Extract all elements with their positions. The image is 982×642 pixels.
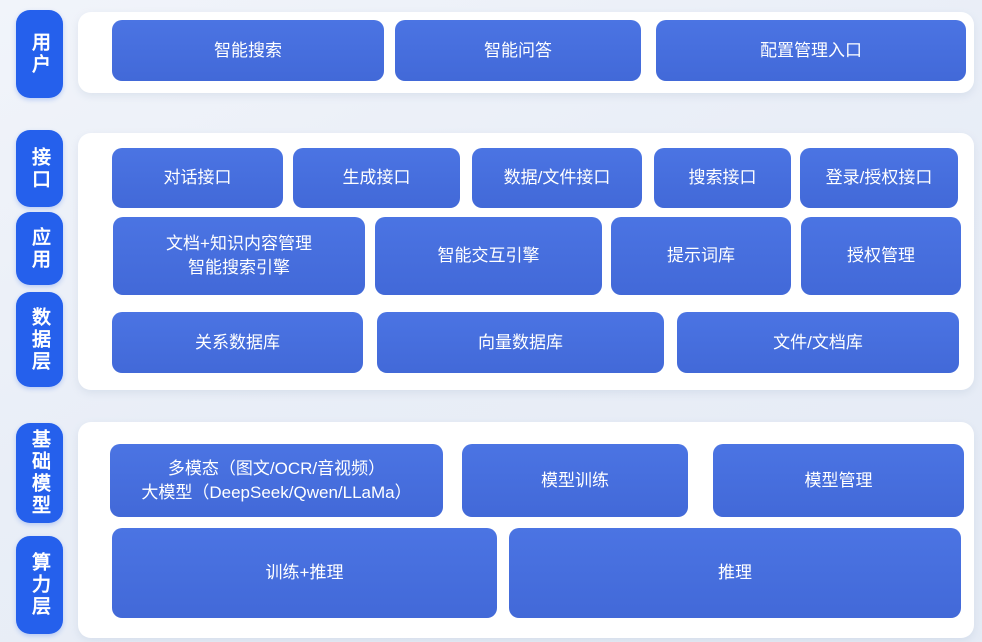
box-label: 模型训练 [541, 470, 609, 490]
box-multimodal-llm: 多模态（图文/OCR/音视频） 大模型（DeepSeek/Qwen/LLaMa） [110, 444, 443, 517]
box-label: 智能交互引擎 [437, 246, 540, 266]
box-search-api: 搜索接口 [654, 148, 791, 208]
box-auth-management: 授权管理 [801, 217, 961, 295]
box-doc-knowledge-management: 文档+知识内容管理 智能搜索引擎 [113, 217, 365, 295]
box-label: 模型管理 [804, 470, 873, 490]
box-generation-api: 生成接口 [293, 148, 460, 208]
box-label: 生成接口 [342, 168, 411, 188]
box-label: 推理 [718, 563, 752, 583]
box-relational-db: 关系数据库 [112, 312, 363, 373]
layer-label-model: 基础模型 [16, 423, 63, 523]
box-prompt-library: 提示词库 [611, 217, 791, 295]
box-inference: 推理 [509, 528, 961, 618]
box-label: 智能问答 [484, 40, 552, 60]
box-label: 配置管理入口 [760, 40, 862, 60]
box-label-line1: 多模态（图文/OCR/音视频） [167, 458, 386, 478]
box-smart-search: 智能搜索 [112, 20, 384, 81]
box-label: 向量数据库 [478, 332, 563, 352]
layer-label-user: 用户 [16, 10, 63, 98]
box-training-inference: 训练+推理 [112, 528, 497, 618]
box-label: 登录/授权接口 [825, 168, 933, 188]
box-login-auth-api: 登录/授权接口 [800, 148, 958, 208]
box-label: 提示词库 [667, 246, 735, 266]
layer-label-interface: 接口 [16, 130, 63, 207]
box-dialog-api: 对话接口 [112, 148, 283, 208]
layer-label-application: 应用 [16, 212, 63, 285]
box-vector-db: 向量数据库 [377, 312, 664, 373]
box-label: 文件/文档库 [773, 332, 863, 352]
box-label: 训练+推理 [265, 563, 344, 583]
layer-label-compute: 算力层 [16, 536, 63, 634]
box-model-training: 模型训练 [462, 444, 688, 517]
box-config-management-entry: 配置管理入口 [656, 20, 966, 81]
box-label-line2: 大模型（DeepSeek/Qwen/LLaMa） [141, 482, 412, 502]
box-label: 对话接口 [163, 168, 232, 188]
box-label: 智能搜索 [214, 40, 282, 60]
box-interactive-engine: 智能交互引擎 [375, 217, 602, 295]
box-label: 授权管理 [847, 246, 915, 266]
box-data-file-api: 数据/文件接口 [472, 148, 642, 208]
box-model-management: 模型管理 [713, 444, 964, 517]
box-label-line1: 文档+知识内容管理 [166, 234, 312, 254]
layer-label-data: 数据层 [16, 292, 63, 387]
box-smart-qa: 智能问答 [395, 20, 641, 81]
box-label: 数据/文件接口 [503, 168, 611, 188]
box-label-line2: 智能搜索引擎 [188, 258, 290, 277]
box-label: 关系数据库 [195, 332, 280, 352]
box-file-doc-store: 文件/文档库 [677, 312, 959, 373]
box-label: 搜索接口 [688, 168, 757, 188]
